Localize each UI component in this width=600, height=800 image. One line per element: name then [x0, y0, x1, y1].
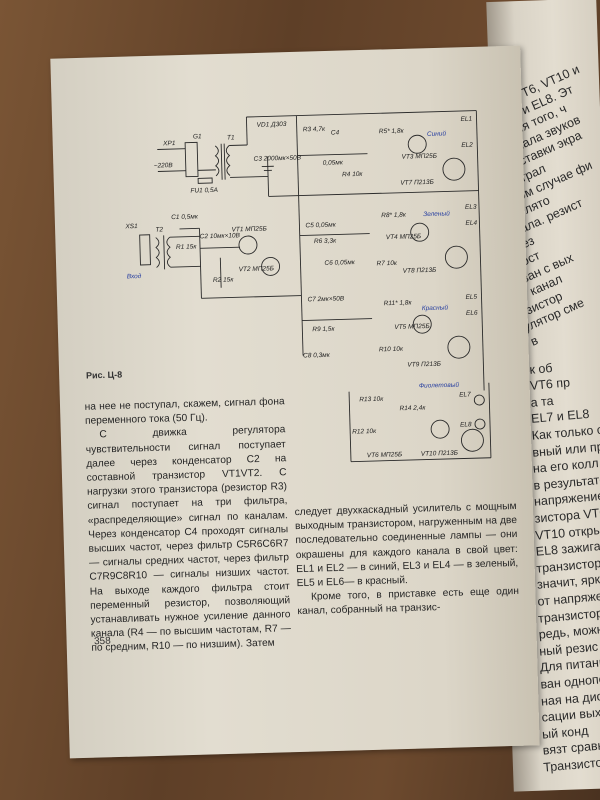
right-page-line: к об [528, 360, 554, 377]
label-el1: EL1 [460, 116, 472, 123]
label-t1: T1 [227, 134, 235, 141]
label-t2: T2 [155, 226, 163, 233]
label-green: Зеленый [423, 209, 450, 218]
label-r9: R9 1,5к [312, 326, 335, 334]
label-c4: C4 [331, 129, 340, 136]
label-r13: R13 10к [359, 396, 384, 404]
right-page-line: Как только си [531, 422, 600, 443]
label-r14: R14 2,4к [399, 405, 426, 413]
right-page-line: зистора VT6. [534, 505, 600, 526]
label-el3: EL3 [465, 204, 477, 211]
label-r1: R1 15к [176, 243, 198, 251]
right-page-line: Транзисто [542, 755, 600, 775]
label-blue: Синий [427, 129, 447, 138]
input-section: XS1 Вход T2 C1 0,5мк R1 15к C2 10мк×10В … [124, 213, 302, 299]
filter-section: R3 4,7к C4 0,05мк R4 10к C5 0,05мк R6 3,… [295, 115, 404, 360]
label-el4: EL4 [465, 220, 477, 227]
label-input: Вход [127, 272, 142, 280]
label-c7: C7 2мк×50В [307, 295, 344, 303]
label-c2: C2 10мк×10В [200, 232, 241, 240]
right-page-line: Для питани [539, 655, 600, 676]
label-mains: ~220В [154, 162, 174, 170]
label-r12: R12 10к [352, 428, 377, 436]
label-el6: EL6 [466, 310, 478, 317]
paragraph: следует двухкаскадный усилитель с мощным… [294, 500, 519, 590]
circuit-schematic-lower: R13 10к R14 2,4к R12 10к VT6 МП25Б VT10 … [348, 381, 492, 463]
label-c3: C3 2000мк×50В [253, 154, 301, 162]
label-r5: R5* 1,8к [379, 128, 405, 136]
label-r4: R4 10к [342, 171, 364, 179]
circuit-schematic: XP1 ~220В G1 T1 FU1 0,5A VD1 Д303 C3 200… [124, 110, 485, 391]
label-el2: EL2 [461, 142, 473, 149]
right-page-line: VT6 пр [529, 375, 571, 394]
label-c6: C6 0,05мк [324, 259, 355, 267]
label-c4-value: 0,05мк [323, 159, 344, 167]
label-vd1: VD1 Д303 [257, 121, 287, 129]
label-vt6: VT6 МП25Б [367, 451, 402, 459]
output-channels: R5* 1,8к VT3 МП25Б VT7 П213Б EL1 EL2 Син… [379, 110, 485, 391]
label-vt1: VT1 МП25Б [231, 225, 266, 233]
power-supply-section: XP1 ~220В G1 T1 FU1 0,5A VD1 Д303 C3 200… [154, 110, 479, 197]
label-vt3: VT3 МП25Б [401, 153, 436, 161]
right-page-line: EL7 и EL8 [530, 407, 591, 427]
right-page-line: ый конд [541, 723, 589, 742]
right-page-line: а та [530, 393, 555, 410]
label-el7: EL7 [459, 391, 471, 398]
label-r7: R7 10к [376, 260, 398, 268]
label-vt7: VT7 П213Б [400, 179, 434, 187]
label-fu1: FU1 0,5A [190, 187, 218, 195]
right-page-line: ван однопол [539, 671, 600, 692]
label-vt10: VT10 П213Б [421, 450, 458, 458]
label-c5: C5 0,05мк [305, 222, 336, 230]
label-vt5: VT5 МП25Б [394, 323, 429, 331]
label-el8: EL8 [460, 421, 472, 428]
label-vt9: VT9 П213Б [407, 361, 441, 369]
label-red: Красный [422, 303, 449, 312]
label-c8: C8 0,3мк [303, 352, 331, 360]
label-vt4: VT4 МП25Б [386, 233, 421, 241]
label-vt8: VT8 П213Б [403, 267, 437, 275]
label-r11: R11* 1,8к [384, 299, 413, 307]
label-r2: R2 15к [213, 276, 235, 284]
label-xp1: XP1 [162, 140, 176, 147]
label-violet: Фиолетовый [419, 381, 460, 390]
figure-caption: Рис. Ц-8 [85, 369, 123, 381]
page-number: 358 [93, 635, 111, 648]
label-el5: EL5 [465, 294, 477, 301]
label-vt2: VT2 МП25Б [239, 265, 274, 273]
text-column-left: на нее не поступал, скажем, сигнал фона … [84, 395, 291, 656]
label-c1: C1 0,5мк [171, 213, 199, 221]
label-xs1: XS1 [124, 223, 138, 230]
label-g1: G1 [193, 133, 202, 140]
label-r8: R8* 1,8к [381, 212, 407, 220]
text-column-right: следует двухкаскадный усилитель с мощным… [294, 500, 519, 620]
label-r6: R6 3,3к [314, 238, 337, 246]
paragraph: С движка регулятора чувствительности сиг… [85, 424, 292, 655]
label-r10: R10 10к [379, 346, 404, 354]
label-r3: R3 4,7к [303, 126, 326, 134]
